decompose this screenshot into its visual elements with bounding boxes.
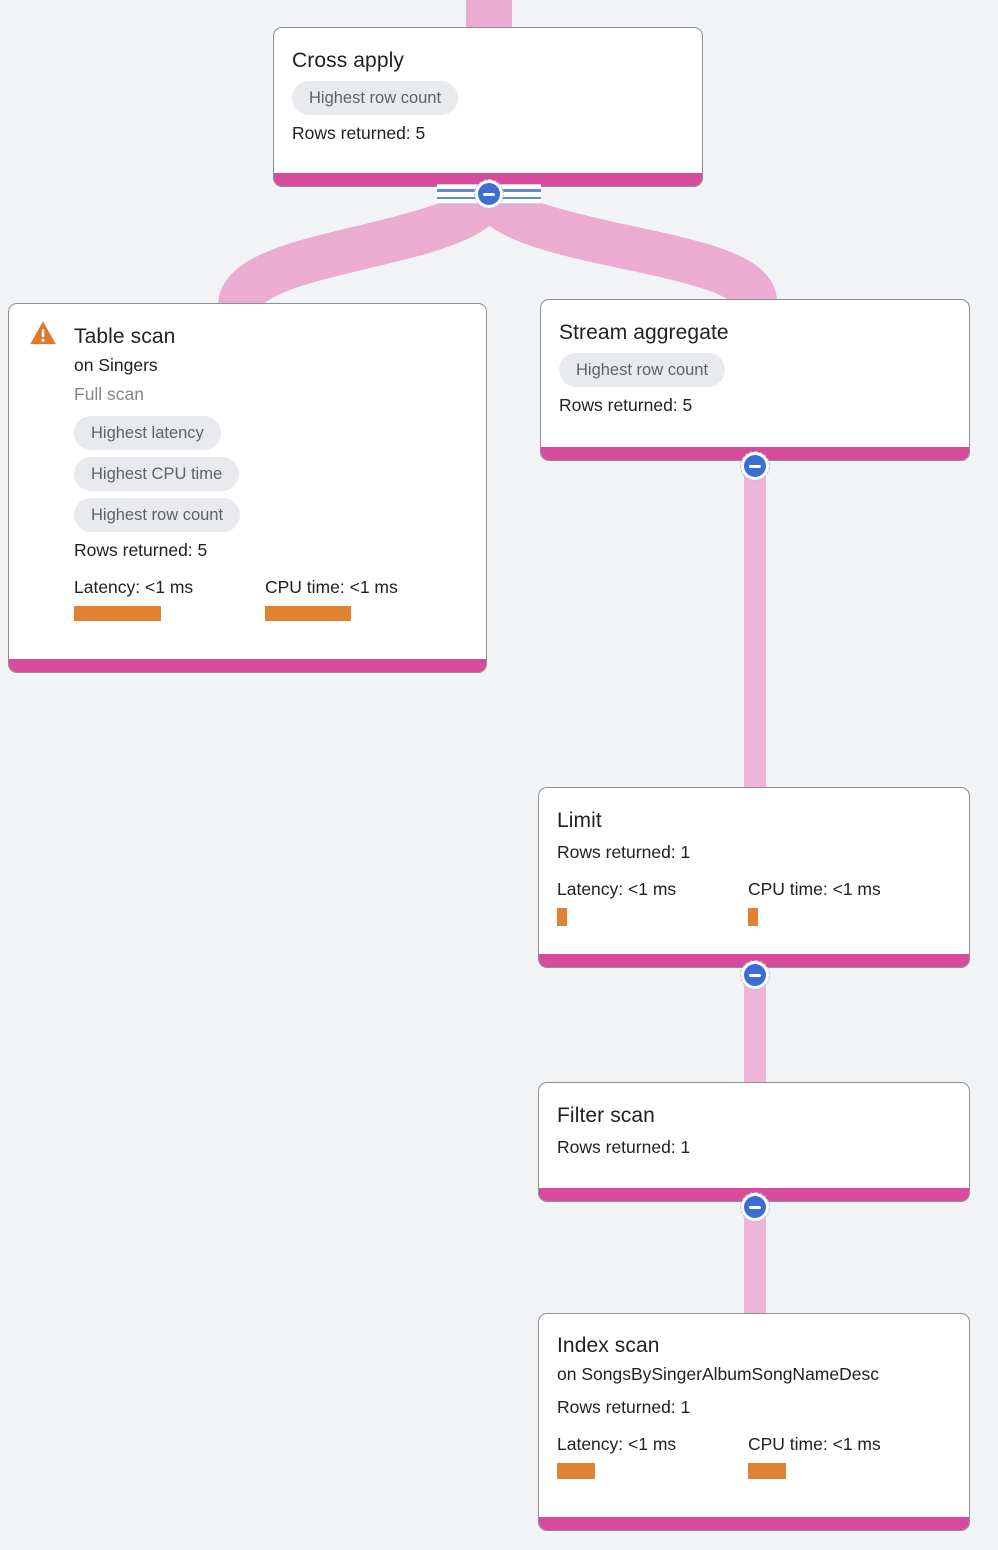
collapse-button-stream-aggregate[interactable]	[740, 451, 770, 481]
edge-cross-apply-to-stream-aggregate	[467, 181, 777, 308]
collapse-button-filter-scan[interactable]	[740, 1192, 770, 1222]
edge-stream-aggregate-to-limit	[744, 452, 766, 792]
badge-highest-row-count: Highest row count	[74, 498, 241, 532]
plan-node-cross-apply[interactable]: Cross apply Highest row count Rows retur…	[273, 27, 703, 187]
node-title: Table scan	[74, 325, 176, 348]
latency-bar	[74, 606, 161, 621]
node-title: Limit	[557, 809, 602, 832]
plan-node-filter-scan[interactable]: Filter scan Rows returned: 1	[538, 1082, 970, 1202]
rows-returned: Rows returned: 5	[559, 395, 693, 415]
latency-bar	[557, 908, 567, 926]
latency-label: Latency: <1 ms	[557, 879, 677, 899]
node-title: Index scan	[557, 1334, 660, 1357]
node-title: Filter scan	[557, 1104, 655, 1127]
cpu-bar	[265, 606, 351, 621]
cpu-label: CPU time: <1 ms	[265, 577, 398, 597]
rows-returned: Rows returned: 5	[292, 123, 426, 143]
latency-label: Latency: <1 ms	[557, 1434, 677, 1454]
badge-highest-cpu-time: Highest CPU time	[74, 457, 240, 491]
latency-label: Latency: <1 ms	[74, 577, 194, 597]
node-title: Stream aggregate	[559, 321, 729, 344]
node-subtitle: on SongsBySingerAlbumSongNameDesc	[557, 1364, 879, 1384]
cpu-metric: CPU time: <1 ms	[265, 575, 456, 621]
plan-node-limit[interactable]: Limit Rows returned: 1 Latency: <1 ms CP…	[538, 787, 970, 968]
cpu-metric: CPU time: <1 ms	[748, 877, 939, 926]
collapsed-edge-stripes-left	[437, 184, 478, 204]
cpu-label: CPU time: <1 ms	[748, 879, 881, 899]
badge-highest-row-count: Highest row count	[292, 81, 459, 115]
rows-returned: Rows returned: 5	[74, 540, 208, 560]
node-accent-bar	[274, 173, 702, 186]
plan-node-stream-aggregate[interactable]: Stream aggregate Highest row count Rows …	[540, 299, 970, 461]
edge-into-cross-apply	[466, 0, 512, 31]
minus-circle-icon	[744, 964, 766, 986]
metrics-row: Latency: <1 ms CPU time: <1 ms	[557, 877, 951, 926]
cpu-label: CPU time: <1 ms	[748, 1434, 881, 1454]
node-accent-bar	[9, 659, 486, 672]
plan-node-table-scan[interactable]: Table scan on Singers Full scan Highest …	[8, 303, 487, 673]
metrics-row: Latency: <1 ms CPU time: <1 ms	[74, 575, 468, 621]
collapse-button-limit[interactable]	[740, 960, 770, 990]
edge-cross-apply-to-table-scan	[218, 181, 511, 311]
rows-returned: Rows returned: 1	[557, 842, 691, 862]
minus-circle-icon	[744, 1196, 766, 1218]
cpu-metric: CPU time: <1 ms	[748, 1432, 939, 1479]
rows-returned: Rows returned: 1	[557, 1137, 691, 1157]
node-title: Cross apply	[292, 49, 404, 72]
edge-filter-scan-to-index-scan	[744, 1194, 766, 1318]
edge-limit-to-filter-scan	[744, 960, 766, 1087]
node-accent-bar	[539, 954, 969, 967]
node-accent-bar	[539, 1517, 969, 1530]
badge-highest-latency: Highest latency	[74, 416, 221, 450]
cpu-bar	[748, 1463, 786, 1479]
plan-node-index-scan[interactable]: Index scan on SongsBySingerAlbumSongName…	[538, 1313, 970, 1531]
latency-metric: Latency: <1 ms	[557, 1432, 748, 1479]
node-subtitle: on Singers	[74, 355, 158, 375]
collapse-button-cross-apply[interactable]	[474, 179, 504, 209]
latency-metric: Latency: <1 ms	[557, 877, 748, 926]
latency-bar	[557, 1463, 595, 1479]
metrics-row: Latency: <1 ms CPU time: <1 ms	[557, 1432, 951, 1479]
rows-returned: Rows returned: 1	[557, 1397, 691, 1417]
latency-metric: Latency: <1 ms	[74, 575, 265, 621]
cpu-bar	[748, 908, 758, 926]
minus-circle-icon	[478, 183, 500, 205]
minus-circle-icon	[744, 455, 766, 477]
badge-highest-row-count: Highest row count	[559, 353, 726, 387]
node-note: Full scan	[74, 384, 145, 404]
collapsed-edge-stripes-right	[500, 184, 541, 204]
warning-icon	[30, 321, 56, 345]
